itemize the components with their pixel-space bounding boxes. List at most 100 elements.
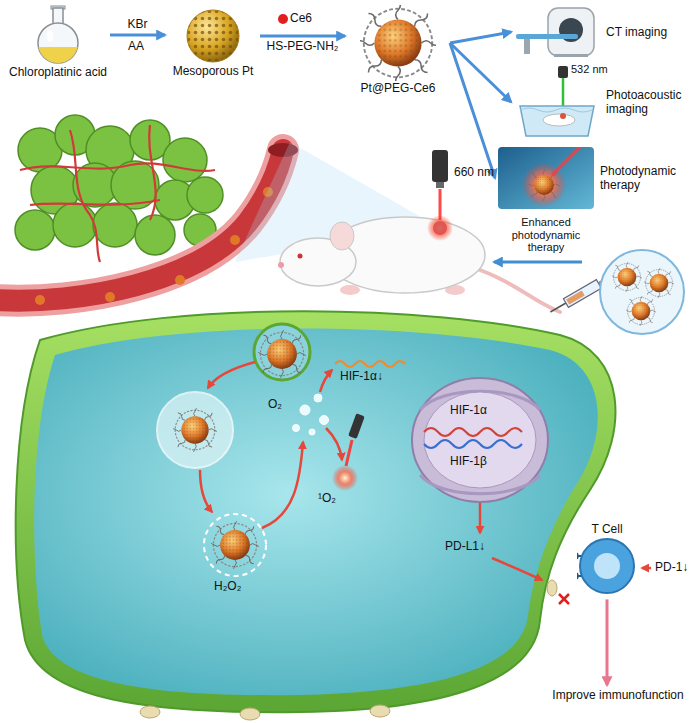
endocytosis bbox=[171, 406, 219, 454]
flow-arrow bbox=[450, 32, 511, 43]
ce6-dot bbox=[278, 14, 288, 24]
nucleus bbox=[424, 392, 536, 488]
cell-arrow bbox=[208, 362, 255, 388]
cell-arrow bbox=[262, 442, 303, 528]
pt-icon bbox=[360, 5, 436, 81]
oxygen-bubbles bbox=[300, 405, 310, 415]
laser-660 bbox=[436, 182, 444, 188]
blood-vessel bbox=[0, 150, 283, 301]
laser-in-cell bbox=[346, 440, 352, 466]
node-text: T Cell bbox=[591, 522, 622, 536]
syringe bbox=[566, 290, 585, 304]
pa-icon bbox=[543, 114, 575, 126]
ct-icon bbox=[554, 54, 588, 57]
flask-icon bbox=[47, 30, 54, 42]
tcell-icon bbox=[577, 573, 581, 579]
mouse bbox=[433, 221, 447, 235]
tumor-cell bbox=[34, 329, 598, 696]
tcell-icon bbox=[580, 539, 634, 593]
wavelength-label: 660 nm bbox=[454, 166, 494, 180]
t-cell: T Cell bbox=[572, 522, 642, 596]
laser-660 bbox=[432, 150, 448, 182]
capillary bbox=[20, 125, 215, 262]
outcome-text: Improve immunofunction bbox=[543, 688, 693, 702]
flow-arrow bbox=[260, 35, 345, 38]
pdt-icon bbox=[498, 147, 594, 209]
laser-in-cell bbox=[332, 465, 358, 491]
node-text: Photodynamic therapy bbox=[600, 164, 692, 193]
pa-icon bbox=[520, 108, 592, 112]
nucleus bbox=[424, 440, 522, 448]
cell-arrow bbox=[200, 470, 212, 512]
laser-in-cell bbox=[348, 413, 365, 439]
injection-arrow bbox=[494, 261, 582, 264]
tcell-icon bbox=[577, 536, 637, 596]
nanoparticle-zoom bbox=[600, 250, 684, 334]
pdt-icon bbox=[552, 147, 580, 175]
blocked-mark bbox=[559, 594, 569, 604]
pdt-icon bbox=[498, 147, 594, 209]
node-text: Improve immunofunction bbox=[552, 688, 683, 702]
ct-icon bbox=[514, 6, 600, 58]
endocytosis bbox=[256, 328, 309, 381]
pa-icon bbox=[560, 113, 566, 119]
meso-icon bbox=[185, 8, 241, 64]
flask-icon bbox=[38, 23, 78, 63]
mouse bbox=[330, 222, 354, 250]
laser-in-cell bbox=[332, 413, 365, 491]
tumor-cell bbox=[370, 705, 390, 717]
mouse bbox=[278, 262, 284, 268]
edge-label: KBr bbox=[127, 18, 147, 32]
capillary bbox=[30, 200, 160, 205]
tumor-tissue bbox=[163, 138, 207, 182]
mesoporous-pt-node: Mesoporous Pt bbox=[168, 8, 258, 78]
tumor-tissue bbox=[53, 203, 97, 247]
wavelength-label: 532 nm bbox=[571, 63, 608, 76]
nanoparticle-zoom bbox=[643, 267, 676, 300]
oxygen-bubbles bbox=[314, 394, 322, 402]
meso-icon bbox=[187, 10, 239, 62]
laser-660 bbox=[432, 150, 448, 220]
endocytosis bbox=[157, 392, 233, 468]
edge-label: HS-PEG-NH₂ bbox=[267, 40, 339, 54]
molecule-label: HIF-1β bbox=[450, 455, 487, 469]
nucleus bbox=[412, 378, 548, 502]
tumor-tissue bbox=[15, 210, 55, 250]
meso-icon bbox=[187, 10, 239, 62]
molecule-label: H₂O₂ bbox=[214, 580, 241, 594]
cell-arrow bbox=[479, 503, 482, 533]
ct-icon bbox=[548, 8, 594, 56]
cell-arrow bbox=[320, 370, 332, 392]
pt-icon bbox=[360, 5, 436, 81]
oxygen-bubbles bbox=[293, 394, 329, 435]
cell-arrow bbox=[642, 567, 651, 570]
hif-mrna bbox=[335, 361, 405, 367]
ct-icon bbox=[516, 34, 578, 39]
capillary bbox=[70, 130, 100, 262]
mouse bbox=[298, 254, 303, 259]
flask-icon bbox=[38, 47, 77, 63]
cell-arrow bbox=[326, 428, 342, 460]
ct-imaging-node: CT imaging bbox=[514, 4, 692, 60]
oxygen-bubbles bbox=[320, 416, 329, 425]
nucleus bbox=[424, 428, 522, 436]
reagent-label: Ce6 bbox=[290, 12, 312, 26]
node-text: Mesoporous Pt bbox=[173, 64, 254, 78]
tumor-cell bbox=[16, 311, 616, 720]
capillary bbox=[20, 163, 215, 171]
endocytosis bbox=[209, 519, 262, 572]
tumor-cell bbox=[547, 580, 557, 596]
tcell-icon bbox=[577, 553, 581, 559]
cell-arrow bbox=[492, 558, 542, 580]
molecule-label: HIF-1α↓ bbox=[340, 370, 383, 384]
pdt-node: Photodynamic therapy bbox=[498, 145, 692, 211]
capillary bbox=[149, 125, 156, 220]
ce6-dot bbox=[278, 14, 288, 24]
node-text: Pt@PEG-Ce6 bbox=[361, 81, 436, 95]
molecule-label: HIF-1α bbox=[450, 404, 487, 418]
node-text: CT imaging bbox=[606, 25, 692, 39]
tcell-icon bbox=[594, 553, 620, 579]
tumor-tissue bbox=[15, 115, 223, 255]
blood-vessel bbox=[175, 275, 185, 285]
